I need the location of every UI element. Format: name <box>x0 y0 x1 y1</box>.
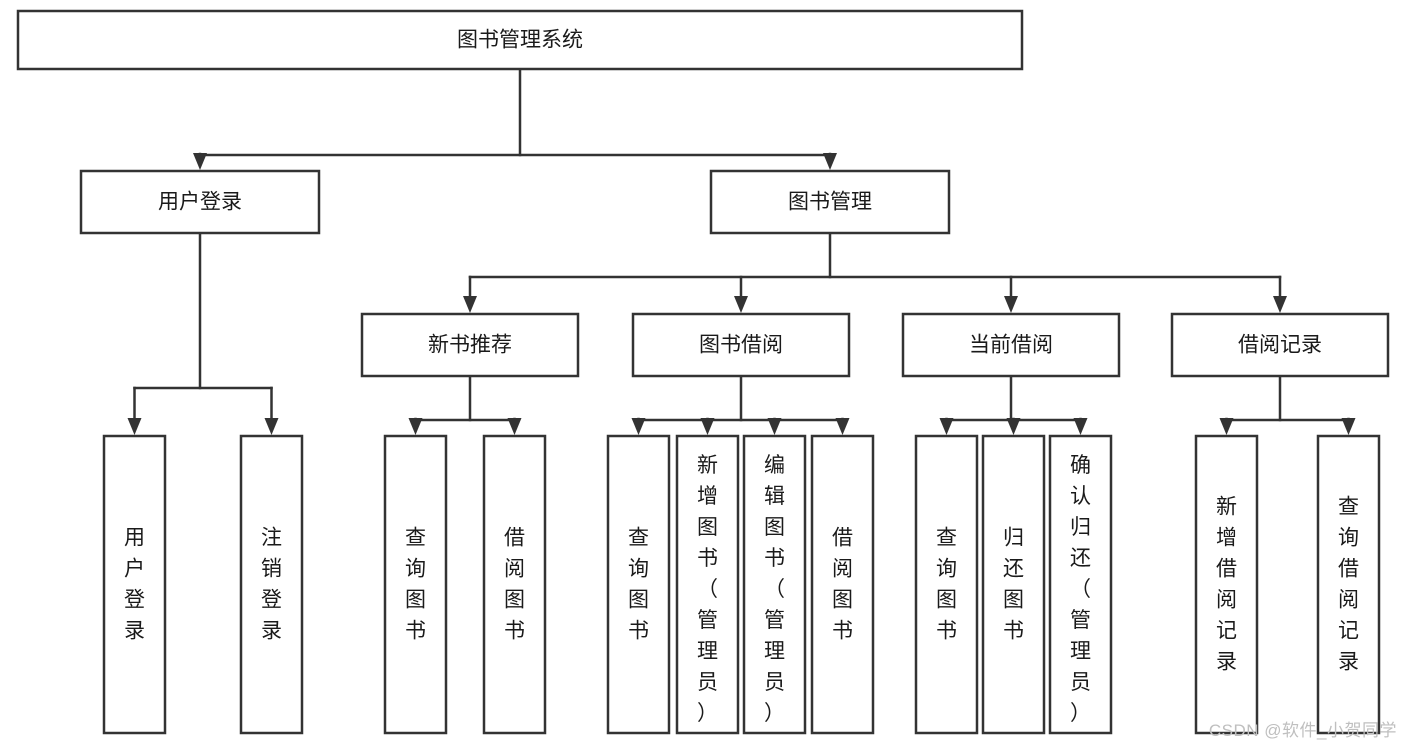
node-box-leaf-return-book <box>981 434 1046 735</box>
node-label-root: 图书管理系统 <box>457 29 583 52</box>
connector-lines <box>127 67 1356 435</box>
arrow-head-icon <box>507 418 522 435</box>
node-user-login[interactable]: 用户登录 <box>79 169 321 235</box>
arrow-head-icon <box>1004 296 1018 313</box>
node-leaf-confirm-return[interactable]: 确认归还（管理员） <box>1048 434 1113 735</box>
arrow-head-icon <box>193 153 207 170</box>
node-book-borrow[interactable]: 图书借阅 <box>631 312 851 378</box>
node-box-user-login <box>79 169 321 235</box>
node-label-leaf-query-book-2: 查询图书 <box>628 527 649 643</box>
node-box-leaf-query-record <box>1316 434 1381 735</box>
arrow-head-icon <box>823 153 837 170</box>
node-box-leaf-query-book-1 <box>383 434 448 735</box>
arrow-head-icon <box>127 418 142 435</box>
node-book-manage[interactable]: 图书管理 <box>709 169 951 235</box>
arrow-head-icon <box>700 418 715 435</box>
node-current-borrow[interactable]: 当前借阅 <box>901 312 1121 378</box>
arrow-head-icon <box>1073 418 1088 435</box>
node-box-leaf-borrow-book-2 <box>810 434 875 735</box>
node-box-leaf-edit-book <box>742 434 807 735</box>
node-label-leaf-borrow-book-1: 借阅图书 <box>504 527 525 643</box>
node-box-root <box>16 9 1024 71</box>
node-box-book-borrow <box>631 312 851 378</box>
node-label-current-borrow: 当前借阅 <box>969 334 1053 357</box>
node-label-leaf-query-book-1: 查询图书 <box>405 527 426 643</box>
node-leaf-add-record[interactable]: 新增借阅记录 <box>1194 434 1259 735</box>
arrow-head-icon <box>463 296 477 313</box>
node-leaf-query-book-2[interactable]: 查询图书 <box>606 434 671 735</box>
arrow-head-icon <box>734 296 748 313</box>
node-label-leaf-query-record: 查询借阅记录 <box>1338 496 1359 674</box>
node-leaf-edit-book[interactable]: 编辑图书（管理员） <box>742 434 807 735</box>
node-leaf-user-login[interactable]: 用户登录 <box>102 434 167 735</box>
node-label-leaf-edit-book: 编辑图书（管理员） <box>764 454 785 725</box>
node-label-leaf-logout: 注销登录 <box>261 527 282 643</box>
node-box-current-borrow <box>901 312 1121 378</box>
node-leaf-borrow-book-2[interactable]: 借阅图书 <box>810 434 875 735</box>
node-box-leaf-query-book-3 <box>914 434 979 735</box>
arrow-head-icon <box>767 418 782 435</box>
node-label-leaf-query-book-3: 查询图书 <box>936 527 957 643</box>
node-label-book-manage: 图书管理 <box>788 191 872 214</box>
arrow-head-icon <box>408 418 423 435</box>
node-label-user-login: 用户登录 <box>158 191 242 214</box>
node-box-leaf-add-record <box>1194 434 1259 735</box>
arrow-head-icon <box>264 418 279 435</box>
node-leaf-return-book[interactable]: 归还图书 <box>981 434 1046 735</box>
node-leaf-query-record[interactable]: 查询借阅记录 <box>1316 434 1381 735</box>
node-label-leaf-return-book: 归还图书 <box>1003 527 1024 643</box>
arrow-head-icon <box>1219 418 1234 435</box>
node-box-leaf-query-book-2 <box>606 434 671 735</box>
node-box-leaf-confirm-return <box>1048 434 1113 735</box>
node-label-leaf-add-book: 新增图书（管理员） <box>697 454 718 725</box>
node-box-book-manage <box>709 169 951 235</box>
node-new-book-rec[interactable]: 新书推荐 <box>360 312 580 378</box>
node-label-leaf-borrow-book-2: 借阅图书 <box>832 527 853 643</box>
node-leaf-borrow-book-1[interactable]: 借阅图书 <box>482 434 547 735</box>
node-label-new-book-rec: 新书推荐 <box>428 334 512 357</box>
node-box-leaf-add-book <box>675 434 740 735</box>
node-box-new-book-rec <box>360 312 580 378</box>
node-borrow-record[interactable]: 借阅记录 <box>1170 312 1390 378</box>
node-label-borrow-record: 借阅记录 <box>1238 334 1322 357</box>
node-box-leaf-borrow-book-1 <box>482 434 547 735</box>
arrow-head-icon <box>1006 418 1021 435</box>
node-leaf-logout[interactable]: 注销登录 <box>239 434 304 735</box>
node-boxes: 图书管理系统用户登录图书管理新书推荐图书借阅当前借阅借阅记录用户登录注销登录查询… <box>16 9 1390 735</box>
arrow-head-icon <box>1273 296 1287 313</box>
node-label-leaf-user-login: 用户登录 <box>124 527 145 643</box>
arrow-head-icon <box>939 418 954 435</box>
arrow-head-icon <box>1341 418 1356 435</box>
node-box-borrow-record <box>1170 312 1390 378</box>
node-leaf-add-book[interactable]: 新增图书（管理员） <box>675 434 740 735</box>
node-root[interactable]: 图书管理系统 <box>16 9 1024 71</box>
arrow-head-icon <box>835 418 850 435</box>
node-leaf-query-book-1[interactable]: 查询图书 <box>383 434 448 735</box>
node-label-book-borrow: 图书借阅 <box>699 334 783 357</box>
node-label-leaf-confirm-return: 确认归还（管理员） <box>1070 454 1091 725</box>
node-leaf-query-book-3[interactable]: 查询图书 <box>914 434 979 735</box>
arrow-head-icon <box>631 418 646 435</box>
csdn-watermark: CSDN @软件_小贺同学 <box>1208 721 1397 740</box>
node-box-leaf-logout <box>239 434 304 735</box>
node-label-leaf-add-record: 新增借阅记录 <box>1216 496 1237 674</box>
node-box-leaf-user-login <box>102 434 167 735</box>
